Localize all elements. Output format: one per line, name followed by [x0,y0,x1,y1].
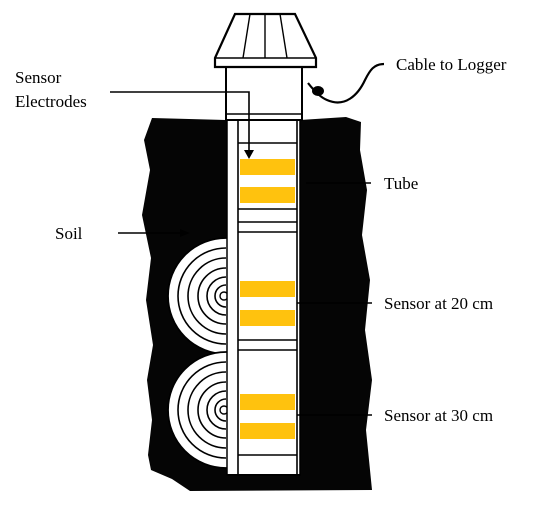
sensing-field-rings-upper [167,237,235,355]
sensing-field-ring [197,381,227,439]
cable-gland [312,86,324,96]
sensing-field-ring [197,267,227,325]
sensor-band-20-top [240,281,295,297]
cap-groove-1 [242,13,251,59]
sensing-field-ring-outer [167,351,235,469]
sensor-electrodes-leader [110,91,250,155]
sensor-electrodes-label-line2: Electrodes [15,92,87,111]
sensing-field-rings-lower [167,351,235,469]
sensing-field-ring [187,257,227,335]
sensor-band-10-top [240,159,295,175]
probe-dividers [238,142,297,456]
cap-groove-3 [279,13,288,59]
sensing-field-ring [187,371,227,449]
sensing-field-ring [214,284,227,308]
sensor-30-label: Sensor at 30 cm [384,406,493,425]
sensor-band-30-bottom [240,423,295,439]
soil-arrowhead [180,229,190,237]
sensor-bands [240,159,295,439]
sensor-20-label: Sensor at 20 cm [384,294,493,313]
sensing-field-ring [177,361,227,459]
soil-label: Soil [55,224,83,243]
sensor-electrodes-label-line1: Sensor [15,68,62,87]
sensor-electrodes-arrowhead [244,150,254,159]
cable [307,62,385,104]
cable-label: Cable to Logger [396,55,507,74]
sensor-band-10-bottom [240,187,295,203]
tube-label: Tube [384,174,418,193]
sensor-band-30-top [240,394,295,410]
sensing-field-ring [206,276,227,316]
sensing-field-ring [206,390,227,430]
sensor-band-20-bottom [240,310,295,326]
sensing-field-ring [214,398,227,422]
sensing-field-ring [177,247,227,345]
access-tube [226,119,301,476]
probe-housing [225,66,303,121]
